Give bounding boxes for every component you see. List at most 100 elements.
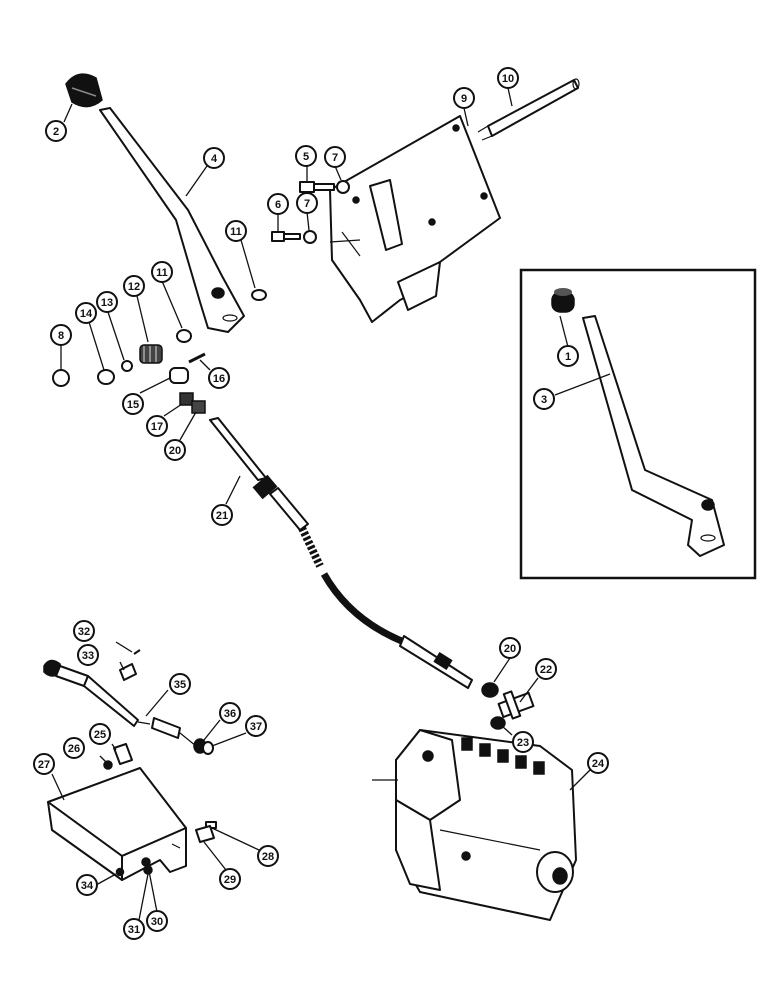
callout-5: 5 (295, 145, 317, 167)
nut-part-7b (303, 230, 317, 244)
callout-23-label: 23 (517, 737, 529, 749)
washer-part-11b (176, 329, 192, 343)
callout-24: 24 (587, 752, 609, 774)
callout-30: 30 (146, 910, 168, 932)
callout-16-label: 16 (213, 373, 225, 385)
spring-part-12 (139, 344, 163, 364)
callout-1-label: 1 (565, 351, 571, 363)
bolt-part-6 (271, 231, 301, 242)
callout-16: 16 (208, 367, 230, 389)
main-lever-part-4 (99, 107, 245, 333)
callout-27: 27 (33, 753, 55, 775)
callout-11b: 11 (151, 261, 173, 283)
callout-33-label: 33 (82, 650, 94, 662)
callout-10-label: 10 (502, 73, 514, 85)
injection-pump-part-24 (372, 729, 577, 921)
stop-cable-part-35 (43, 659, 197, 747)
nut-part-23 (490, 716, 506, 730)
alternate-lever-part-3 (582, 315, 725, 557)
callout-15: 15 (122, 393, 144, 415)
callout-23: 23 (512, 731, 534, 753)
callout-32: 32 (73, 620, 95, 642)
callout-25: 25 (89, 723, 111, 745)
callout-20a: 20 (164, 439, 186, 461)
callout-30-label: 30 (151, 916, 163, 928)
washer-part-30 (141, 857, 151, 867)
callout-35: 35 (169, 673, 191, 695)
callout-12: 12 (123, 275, 145, 297)
callout-24-label: 24 (592, 758, 605, 770)
nut-part-7a (336, 180, 350, 194)
inset-frame (519, 268, 757, 580)
callout-9: 9 (453, 87, 475, 109)
callout-13-label: 13 (101, 297, 113, 309)
callout-20a-label: 20 (169, 445, 181, 457)
callout-17-label: 17 (151, 421, 163, 433)
nut-part-8 (52, 369, 70, 387)
callout-7b: 7 (296, 192, 318, 214)
clip-part-33 (119, 663, 137, 681)
nut-part-14 (97, 369, 115, 385)
callout-11a-label: 11 (230, 226, 242, 238)
clamp-part-22 (497, 690, 535, 720)
callout-7b-label: 7 (304, 198, 310, 210)
callout-15-label: 15 (127, 399, 139, 411)
callout-13: 13 (96, 291, 118, 313)
control-bracket-part-9 (329, 115, 501, 323)
callout-36: 36 (219, 702, 241, 724)
control-cable-part-21 (209, 417, 473, 689)
callout-20b-label: 20 (504, 643, 516, 655)
callout-20b: 20 (499, 637, 521, 659)
nut-part-20b (481, 682, 499, 698)
callout-17: 17 (146, 415, 168, 437)
shaft-part-10 (477, 78, 580, 141)
callout-4: 4 (203, 147, 225, 169)
callout-37-label: 37 (250, 721, 262, 733)
callout-8: 8 (50, 324, 72, 346)
bolt-part-5 (299, 181, 335, 193)
callout-28-label: 28 (262, 851, 274, 863)
callout-27-label: 27 (38, 759, 50, 771)
callout-10: 10 (497, 67, 519, 89)
callout-31: 31 (123, 918, 145, 940)
clip-part-29 (195, 825, 215, 843)
nut-part-37 (202, 741, 214, 755)
callout-14-label: 14 (80, 308, 93, 320)
callout-7a: 7 (324, 146, 346, 168)
washer-part-11a (251, 289, 267, 301)
callout-14: 14 (75, 302, 97, 324)
callout-29-label: 29 (224, 874, 236, 886)
pin-part-16 (188, 352, 206, 364)
nut-part-34 (115, 867, 125, 877)
callout-5-label: 5 (303, 151, 309, 163)
callout-2-label: 2 (53, 126, 59, 138)
washer-part-26 (103, 760, 113, 770)
callout-11b-label: 11 (156, 267, 168, 279)
ferrule-part-15 (169, 367, 189, 384)
screw-part-32 (133, 649, 141, 655)
pump-outlets (461, 737, 545, 775)
callout-26-label: 26 (68, 743, 80, 755)
callout-22-label: 22 (540, 664, 552, 676)
callout-28: 28 (257, 845, 279, 867)
callout-6-label: 6 (275, 199, 281, 211)
callout-3: 3 (533, 388, 555, 410)
callout-21-label: 21 (216, 510, 228, 522)
callout-25-label: 25 (94, 729, 106, 741)
callout-3-label: 3 (541, 394, 547, 406)
callout-36-label: 36 (224, 708, 236, 720)
callout-8-label: 8 (58, 330, 64, 342)
callout-33: 33 (77, 644, 99, 666)
callout-6: 6 (267, 193, 289, 215)
callout-11a: 11 (225, 220, 247, 242)
callout-1: 1 (557, 345, 579, 367)
callout-12-label: 12 (128, 281, 140, 293)
callout-26: 26 (63, 737, 85, 759)
callout-29: 29 (219, 868, 241, 890)
knob-part-2 (65, 73, 103, 108)
callout-37: 37 (245, 715, 267, 737)
callout-21: 21 (211, 504, 233, 526)
callout-32-label: 32 (78, 626, 90, 638)
